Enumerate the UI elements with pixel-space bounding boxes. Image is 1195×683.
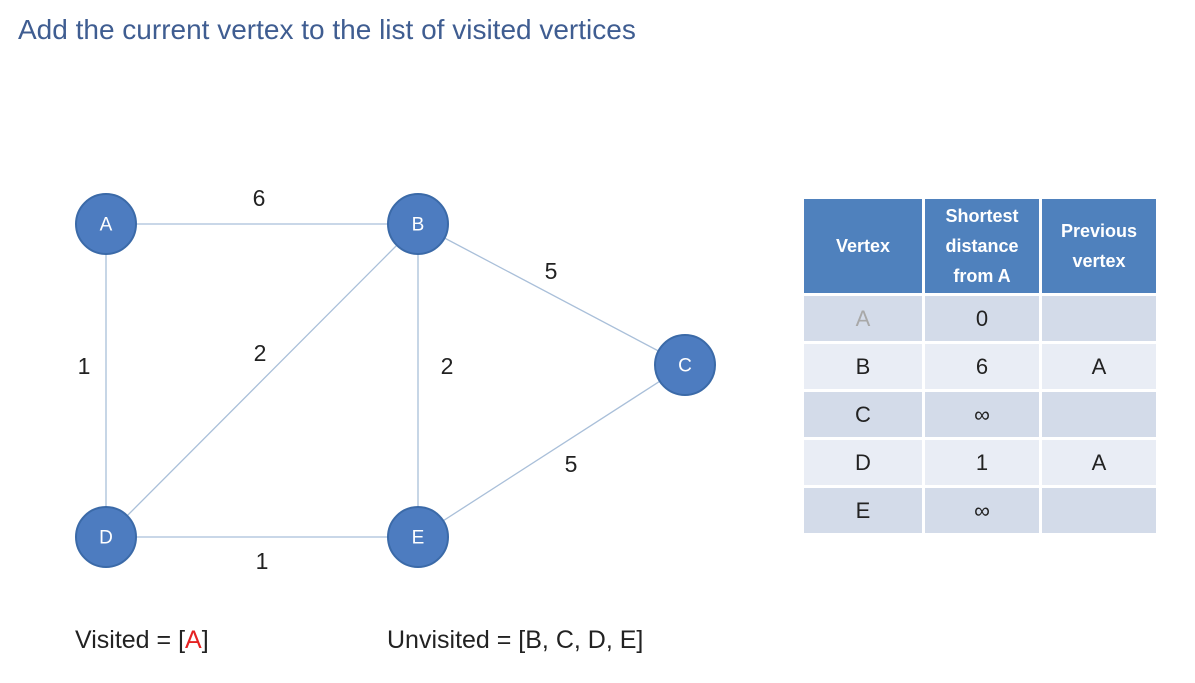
visited-suffix: ] (201, 626, 209, 654)
graph-diagram: 6 1 2 2 5 1 5 A B C D E (75, 185, 716, 574)
vertex-circle (387, 193, 449, 255)
vertex-circle (75, 193, 137, 255)
previous-cell (1039, 485, 1159, 536)
table-row: D 1 A (801, 437, 1159, 488)
header-distance-line-1: Shortest (945, 206, 1019, 226)
visited-items: A (185, 626, 202, 654)
distance-table: Vertex Shortest distance from A Previous… (801, 196, 1159, 536)
vertex-circle (387, 506, 449, 568)
edge-weight-b-c: 5 (545, 258, 558, 284)
previous-cell (1039, 293, 1159, 344)
vertex-cell: D (801, 437, 925, 488)
table-row: B 6 A (801, 341, 1159, 392)
edge-e-c (417, 364, 686, 538)
vertex-label: D (99, 528, 113, 549)
vertex-a: A (75, 193, 137, 255)
vertex-c: C (654, 334, 716, 396)
edge-weight-a-d: 1 (78, 353, 91, 379)
distance-cell: 6 (922, 341, 1042, 392)
vertex-b: B (387, 193, 449, 255)
edge-b-d (105, 223, 419, 538)
vertex-label: E (412, 528, 425, 549)
distance-cell: ∞ (922, 389, 1042, 440)
vertex-label: B (412, 215, 425, 236)
edge-weight-b-d: 2 (254, 340, 267, 366)
edge-weight-b-e: 2 (441, 353, 454, 379)
header-vertex: Vertex (801, 196, 925, 296)
header-previous-line-1: Previous (1060, 221, 1138, 241)
header-distance-line-3: from A (953, 266, 1011, 286)
header-previous-vertex: Previous vertex (1039, 196, 1159, 296)
table-row: C ∞ (801, 389, 1159, 440)
edge-weight-d-e: 1 (256, 548, 269, 574)
header-vertex-label: Vertex (835, 236, 891, 256)
vertex-cell: C (801, 389, 925, 440)
vertex-d: D (75, 506, 137, 568)
vertex-cell: B (801, 341, 925, 392)
table-row: A 0 (801, 293, 1159, 344)
vertex-label: A (100, 215, 113, 236)
distance-cell: ∞ (922, 485, 1042, 536)
vertex-cell: A (801, 293, 925, 344)
distance-cell: 0 (922, 293, 1042, 344)
edge-weight-a-b: 6 (253, 185, 266, 211)
edge-weight-e-c: 5 (565, 451, 578, 477)
edge-b-c (417, 223, 686, 366)
vertex-label: C (678, 356, 692, 377)
page-title: Add the current vertex to the list of vi… (18, 14, 636, 45)
previous-cell: A (1039, 341, 1159, 392)
previous-cell: A (1039, 437, 1159, 488)
visited-list: Visited = [A] (75, 626, 209, 655)
table-row: E ∞ (801, 485, 1159, 536)
visited-prefix: Visited = [ (75, 626, 186, 654)
distance-cell: 1 (922, 437, 1042, 488)
header-distance-line-2: distance (945, 236, 1019, 256)
vertex-cell: E (801, 485, 925, 536)
header-shortest-distance: Shortest distance from A (922, 196, 1042, 296)
vertex-e: E (387, 506, 449, 568)
vertex-circle (654, 334, 716, 396)
vertex-circle (75, 506, 137, 568)
table-header-row: Vertex Shortest distance from A Previous… (801, 196, 1159, 296)
header-previous-line-2: vertex (1072, 251, 1126, 271)
unvisited-list: Unvisited = [B, C, D, E] (387, 626, 644, 654)
previous-cell (1039, 389, 1159, 440)
